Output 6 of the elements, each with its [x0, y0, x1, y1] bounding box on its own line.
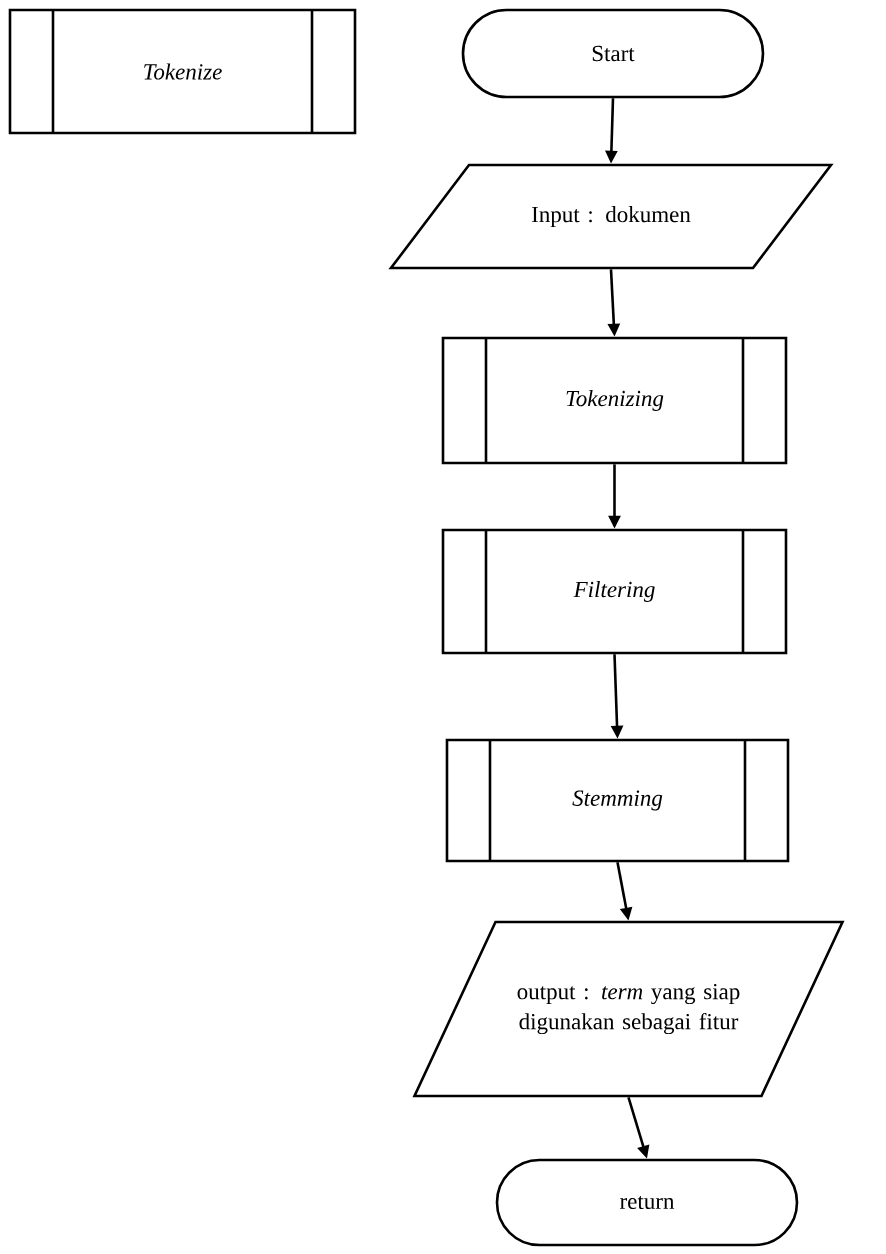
predefined-process-box: Tokenize: [8, 8, 357, 135]
predefined-process-box: Stemming: [445, 738, 790, 863]
terminal-box: Start: [461, 8, 765, 99]
terminal-box: return: [495, 1158, 799, 1247]
predefined-process-box: Filtering: [441, 528, 788, 655]
predefined-process-box: Tokenizing: [441, 336, 788, 465]
